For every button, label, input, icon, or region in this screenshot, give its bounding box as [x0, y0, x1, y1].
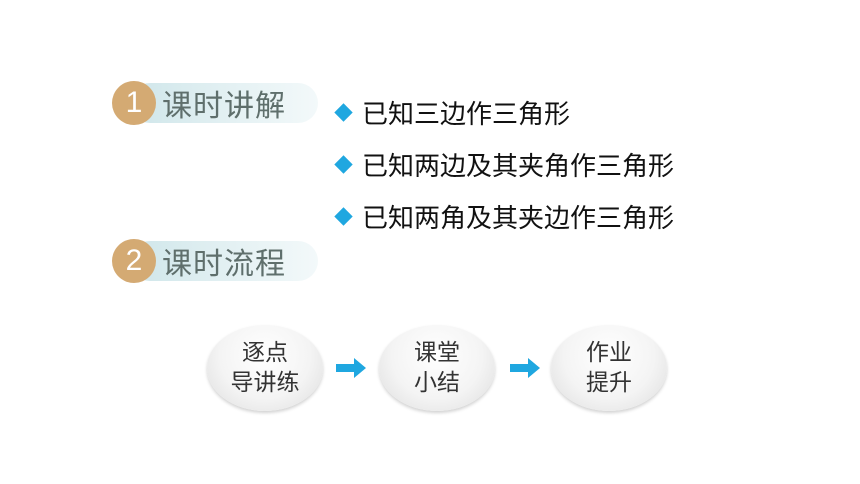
flow-step-line: 逐点: [242, 340, 288, 366]
flow-step-practice: 逐点 导讲练: [207, 325, 323, 411]
topic-text: 已知两角及其夹边作三角形: [362, 203, 675, 234]
section-number-badge: 2: [112, 239, 156, 283]
list-item: 已知两角及其夹边作三角形: [333, 190, 674, 242]
section-title: 课时讲解: [162, 89, 286, 124]
arrow-right-icon: [510, 358, 540, 378]
diamond-bullet-icon: [334, 206, 353, 226]
section-pill: [130, 83, 318, 123]
flow-step-homework: 作业 提升: [551, 325, 667, 411]
flow-step-line: 课堂: [414, 340, 460, 366]
topic-list: 已知三边作三角形 已知两边及其夹角作三角形 已知两角及其夹边作三角形: [333, 86, 674, 242]
flow-step-line: 小结: [414, 370, 460, 396]
section-lecture: 1 课时讲解: [112, 81, 318, 125]
section-pill: [130, 241, 318, 281]
flow-step-line: 提升: [586, 370, 632, 396]
flow-step-line: 导讲练: [230, 370, 300, 396]
section-process: 2 课时流程: [112, 239, 318, 283]
flow-step-summary: 课堂 小结: [379, 325, 495, 411]
arrow-right-icon: [336, 358, 366, 378]
list-item: 已知三边作三角形: [333, 86, 674, 138]
topic-text: 已知三边作三角形: [362, 99, 571, 130]
section-number-badge: 1: [112, 81, 156, 125]
diamond-bullet-icon: [334, 102, 353, 122]
flow-step-line: 作业: [586, 340, 632, 366]
topic-text: 已知两边及其夹角作三角形: [362, 151, 675, 182]
section-title: 课时流程: [162, 247, 286, 282]
diamond-bullet-icon: [334, 154, 353, 174]
list-item: 已知两边及其夹角作三角形: [333, 138, 674, 190]
